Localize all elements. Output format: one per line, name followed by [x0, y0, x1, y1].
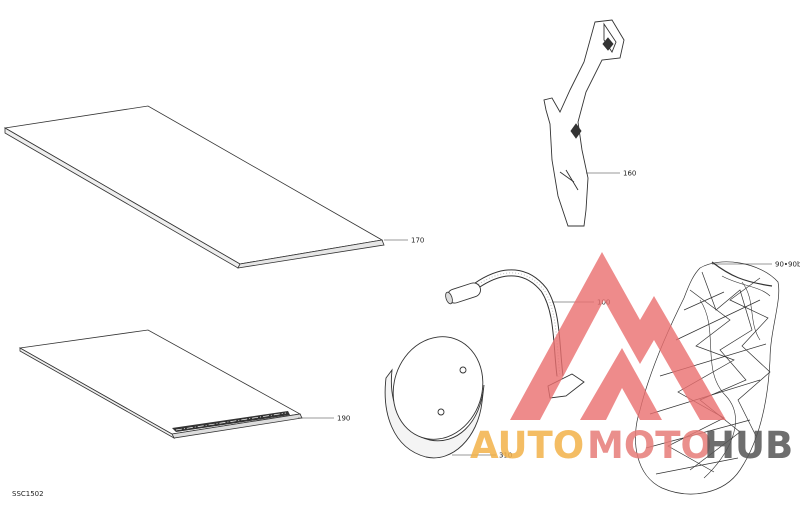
callout-310: 310 — [499, 452, 512, 460]
large-mat-drawing — [3, 105, 385, 269]
callout-100: 100 — [597, 299, 610, 307]
round-case-drawing — [384, 336, 485, 459]
spanner-wrench-drawing — [543, 19, 625, 227]
callout-90: 90•90b — [775, 261, 800, 269]
callout-160: 160 — [623, 170, 636, 178]
callout-190: 190 — [337, 415, 350, 423]
small-mat-drawing — [18, 329, 303, 439]
drawing-code: SSC1502 — [12, 490, 44, 498]
watermark-text-moto: MOTO — [587, 424, 712, 467]
bag-drawing — [635, 261, 780, 495]
watermark-text-auto: AUTO — [470, 424, 584, 467]
callout-170: 170 — [411, 237, 424, 245]
watermark-logo-icon — [510, 252, 726, 420]
watermark-text-hub: HUB — [704, 424, 793, 467]
